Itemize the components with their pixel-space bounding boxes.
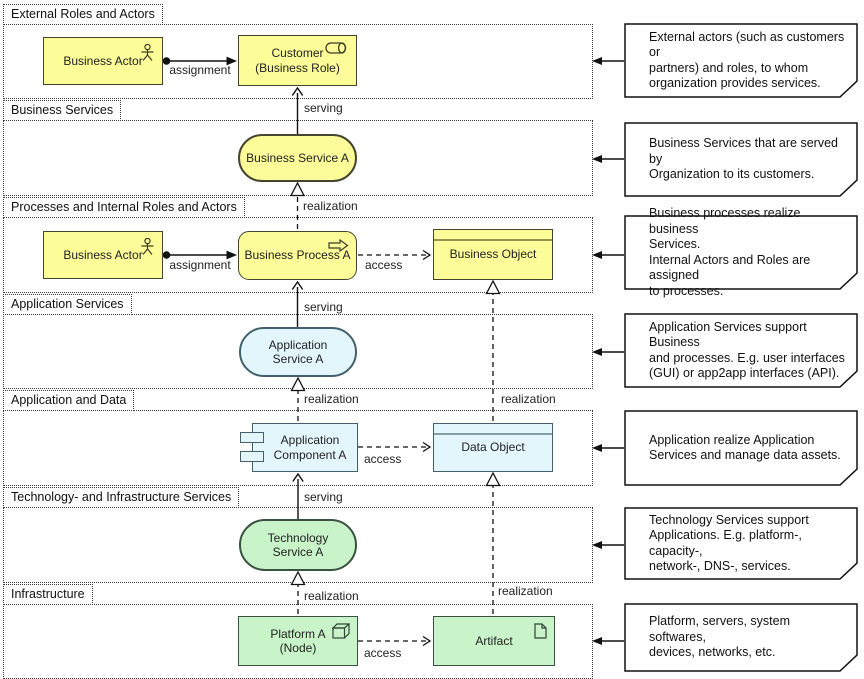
callout-note-business-processes[interactable]: Business processes realize business Serv… bbox=[624, 206, 858, 298]
relation-label-serving: serving bbox=[304, 300, 343, 314]
relation-label-access: access bbox=[364, 452, 402, 466]
relation-label-realization: realization bbox=[303, 199, 358, 213]
node-label: Application Service A bbox=[268, 337, 328, 367]
node-cube-icon bbox=[332, 623, 350, 639]
node-label: Technology Service A bbox=[267, 530, 329, 560]
relation-label-assignment: assignment bbox=[169, 63, 231, 77]
node-label: Business Process A bbox=[244, 248, 351, 263]
callout-text: Application Services support Business an… bbox=[649, 319, 845, 381]
relation-label-serving: serving bbox=[304, 101, 343, 115]
callout-text: Platform, servers, system softwares, dev… bbox=[649, 614, 790, 660]
node-label: Business Service A bbox=[246, 150, 349, 165]
note-shape bbox=[624, 313, 858, 388]
node-label: Business Actor bbox=[63, 247, 143, 262]
relation-label-realization: realization bbox=[304, 392, 359, 406]
relation-label-realization: realization bbox=[501, 392, 556, 406]
node-application-service[interactable]: Application Service A bbox=[239, 327, 357, 377]
node-application-component[interactable]: Application Component A bbox=[240, 423, 358, 472]
actor-icon bbox=[141, 44, 154, 61]
node-business-service[interactable]: Business Service A bbox=[238, 134, 357, 182]
node-artifact[interactable]: Artifact bbox=[433, 616, 555, 666]
lane-label-processes: Processes and Internal Roles and Actors bbox=[3, 197, 245, 218]
node-label: Customer (Business Role) bbox=[255, 46, 340, 75]
relation-label-access: access bbox=[364, 646, 402, 660]
role-icon bbox=[325, 42, 347, 54]
node-label: Application Component A bbox=[273, 433, 347, 462]
object-title-band bbox=[434, 424, 552, 435]
component-port-icon bbox=[240, 432, 264, 443]
node-business-actor-internal[interactable]: Business Actor bbox=[43, 231, 163, 279]
relation-label-serving: serving bbox=[304, 490, 343, 504]
process-icon bbox=[328, 239, 349, 252]
node-label: Business Actor bbox=[63, 53, 143, 68]
actor-icon bbox=[141, 238, 154, 255]
note-shape bbox=[624, 410, 858, 486]
lane-label-business-services: Business Services bbox=[3, 100, 122, 121]
callout-arrows bbox=[592, 57, 624, 645]
note-shape bbox=[624, 215, 858, 290]
node-business-actor-external[interactable]: Business Actor bbox=[43, 37, 163, 85]
callout-note-external-actors[interactable]: External actors (such as customers or pa… bbox=[624, 23, 858, 98]
callout-text: Business Services that are served by Org… bbox=[649, 136, 838, 182]
node-business-process[interactable]: Business Process A bbox=[238, 231, 357, 280]
object-title-band bbox=[434, 230, 552, 241]
artifact-document-icon bbox=[534, 623, 547, 639]
callout-note-infrastructure[interactable]: Platform, servers, system softwares, dev… bbox=[624, 603, 858, 672]
relation-label-realization: realization bbox=[304, 589, 359, 603]
callout-text: Technology Services support Applications… bbox=[649, 512, 809, 574]
node-customer-role[interactable]: Customer (Business Role) bbox=[238, 35, 357, 86]
note-shape bbox=[624, 507, 858, 580]
relation-label-assignment: assignment bbox=[169, 258, 231, 272]
lane-label-technology-services: Technology- and Infrastructure Services bbox=[3, 487, 240, 508]
callout-text: Business processes realize business Serv… bbox=[649, 206, 811, 298]
lane-label-infrastructure: Infrastructure bbox=[3, 584, 93, 605]
note-shape bbox=[624, 23, 858, 98]
node-technology-service[interactable]: Technology Service A bbox=[239, 519, 357, 571]
callout-note-applications[interactable]: Application realize Application Services… bbox=[624, 410, 858, 486]
callout-note-application-services[interactable]: Application Services support Business an… bbox=[624, 313, 858, 388]
callout-note-technology-services[interactable]: Technology Services support Applications… bbox=[624, 507, 858, 580]
callout-text: External actors (such as customers or pa… bbox=[649, 29, 845, 91]
component-port-icon bbox=[240, 451, 264, 462]
note-shape bbox=[624, 603, 858, 672]
node-label: Data Object bbox=[461, 440, 525, 455]
node-business-object[interactable]: Business Object bbox=[433, 229, 553, 280]
node-data-object[interactable]: Data Object bbox=[433, 423, 553, 472]
lane-label-application-services: Application Services bbox=[3, 294, 132, 315]
callout-text: Application realize Application Services… bbox=[649, 432, 841, 463]
callout-note-business-services[interactable]: Business Services that are served by Org… bbox=[624, 122, 858, 197]
node-label: Artifact bbox=[475, 633, 513, 648]
lane-label-application-data: Application and Data bbox=[3, 390, 135, 411]
node-label: Business Object bbox=[449, 247, 537, 262]
relation-label-access: access bbox=[365, 258, 403, 272]
relation-label-realization: realization bbox=[498, 584, 553, 598]
node-label: Platform A (Node) bbox=[270, 626, 326, 656]
node-platform[interactable]: Platform A (Node) bbox=[238, 616, 358, 666]
lane-label-external-roles: External Roles and Actors bbox=[3, 4, 163, 25]
note-shape bbox=[624, 122, 858, 197]
